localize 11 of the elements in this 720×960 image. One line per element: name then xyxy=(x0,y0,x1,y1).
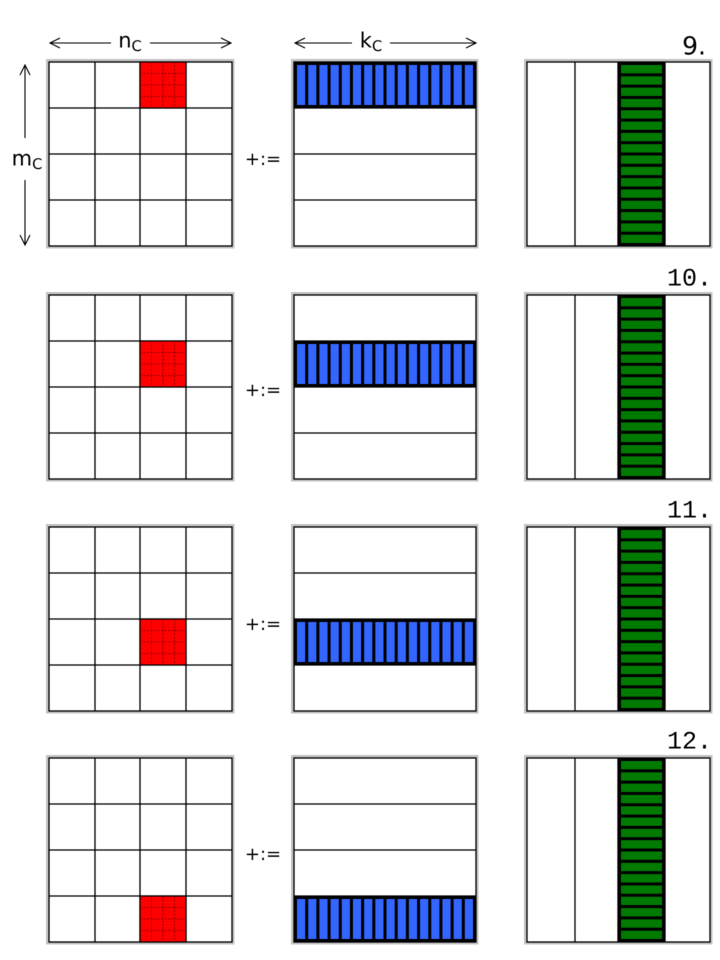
step-number: 11. xyxy=(666,498,712,524)
operator-label: +:= xyxy=(244,151,282,169)
operator-label: +:= xyxy=(244,846,282,864)
dimension-label: k$_{C}$ xyxy=(360,30,382,52)
step-number: 9. xyxy=(682,34,706,58)
dimension-label: n$_{C}$ xyxy=(118,30,142,52)
operator-label: +:= xyxy=(244,382,282,400)
dimension-label: m$_{C}$ xyxy=(12,148,42,170)
step-number: 12. xyxy=(666,730,712,754)
step-number: 10. xyxy=(666,266,712,292)
operator-label: +:= xyxy=(244,616,282,634)
